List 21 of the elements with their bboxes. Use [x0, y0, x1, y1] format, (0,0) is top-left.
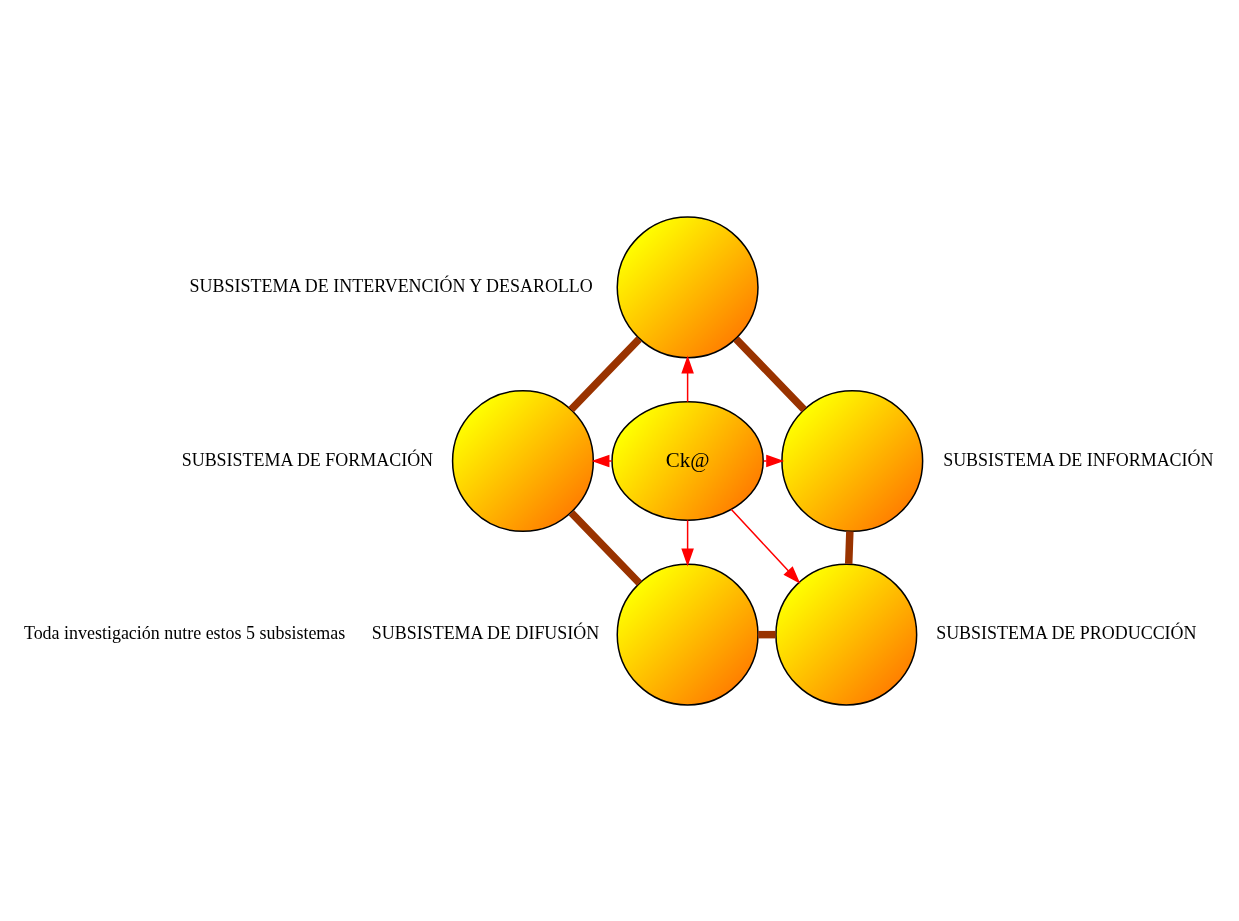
arrow	[681, 519, 694, 566]
node-circle	[781, 389, 924, 532]
node-circle	[616, 563, 759, 706]
node-label: SUBSISTEMA DE INFORMACIÓN	[943, 449, 1214, 470]
arrow	[681, 355, 694, 403]
node-label: SUBSISTEMA DE PRODUCCIÓN	[936, 622, 1197, 643]
connector	[568, 336, 642, 412]
node-label: SUBSISTEMA DE INTERVENCIÓN Y DESAROLLO	[189, 275, 593, 296]
node-label: SUBSISTEMA DE DIFUSIÓN	[371, 622, 600, 643]
arrow	[730, 508, 801, 584]
node-ellipse: Ck@	[611, 400, 764, 521]
node-circle	[616, 215, 759, 358]
connector	[568, 509, 643, 586]
arrow	[591, 454, 613, 467]
connector	[844, 530, 854, 564]
connector	[733, 336, 807, 412]
label: Toda investigación nutre estos 5 subsistemas	[23, 622, 346, 643]
connector	[758, 630, 776, 638]
node-label: SUBSISTEMA DE FORMACIÓN	[181, 449, 434, 470]
arrow	[762, 454, 785, 467]
node-circle	[451, 389, 595, 532]
